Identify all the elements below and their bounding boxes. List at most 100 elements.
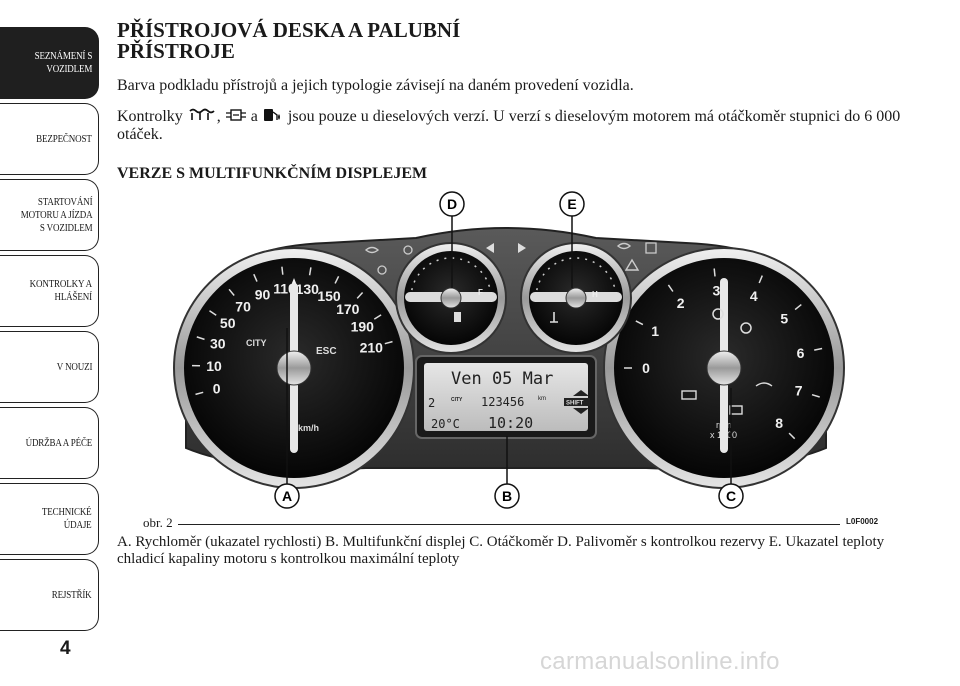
speedo-tick-label-mark	[308, 267, 312, 276]
sidebar-tab-label: ÚDRŽBA A PÉČE	[25, 436, 92, 449]
tacho-tick-label: 8	[775, 415, 783, 431]
watermark: carmanualsonline.info	[540, 648, 780, 675]
tacho-tick-label: 6	[797, 345, 805, 361]
tacho-tick-label-mark	[814, 347, 823, 351]
multifunction-display: Ven 05 Mar 2 CITY 123456 km 20°C 10:20 S…	[415, 355, 597, 439]
sidebar-tab-label: KONTROLKY A HLÁŠENÍ	[29, 278, 92, 303]
main-content: PŘÍSTROJOVÁ DESKA A PALUBNÍ PŘÍSTROJE Ba…	[117, 20, 907, 183]
speedo-city-label: CITY	[246, 338, 267, 348]
tacho-tick-label-mark	[794, 304, 802, 311]
tacho-tick-label: 0	[642, 360, 650, 376]
fuel-gauge: F	[395, 242, 507, 354]
tacho-tick-label: 3	[713, 282, 721, 298]
speedo-tick-label: 70	[235, 298, 251, 314]
diesel-paragraph-start: Kontrolky	[117, 108, 183, 125]
sidebar-tab-label: REJSTŘÍK	[52, 588, 92, 601]
speedo-tick-label-mark	[281, 266, 284, 275]
speedo-tick-label: 50	[220, 315, 236, 331]
sidebar-tab-maintenance[interactable]: ÚDRŽBA A PÉČE	[0, 407, 99, 479]
page-title-line1: PŘÍSTROJOVÁ DESKA A PALUBNÍ	[117, 18, 461, 42]
diesel-filter-icon	[225, 109, 246, 121]
marker-c-label: C	[726, 488, 736, 504]
display-odometer: 123456	[481, 395, 524, 409]
comma: ,	[216, 108, 221, 125]
speedo-tick-label-mark	[253, 273, 258, 282]
display-date: Ven 05 Mar	[451, 369, 553, 389]
sidebar-tab-index[interactable]: REJSTŘÍK	[0, 559, 99, 631]
diesel-paragraph-rest: jsou pouze u dieselových verzí. U verzí …	[117, 108, 901, 143]
page-number: 4	[60, 638, 71, 659]
speedo-tick-label-mark	[209, 310, 217, 316]
figure-caption: A. Rychloměr (ukazatel rychlosti) B. Mul…	[117, 534, 885, 567]
seatbelt-icon	[712, 308, 724, 320]
sidebar-tab-introduction[interactable]: SEZNÁMENÍ S VOZIDLEM	[0, 27, 99, 99]
airbag-icon	[740, 322, 752, 334]
sidebar-tab-label: V NOUZI	[56, 360, 92, 373]
fuel-pump-icon	[454, 312, 461, 322]
coolant-temp-icon	[550, 312, 558, 323]
speedo-tick-label-mark	[373, 314, 382, 320]
shift-down-icon	[573, 408, 589, 414]
speedo-esc-label: ESC	[316, 346, 337, 357]
shift-up-icon	[573, 390, 589, 396]
speedo-tick-label-mark	[384, 340, 393, 345]
marker-d	[439, 191, 465, 217]
speedo-tick-label-mark	[334, 275, 340, 284]
conjunction-and: a	[250, 108, 258, 125]
speedo-tick-label-mark	[195, 391, 204, 396]
speedo-tick-label-mark	[356, 291, 364, 299]
display-gear: 2	[428, 396, 435, 410]
tacho-tick-label-mark	[811, 393, 820, 398]
sidebar-tab-label: STARTOVÁNÍ MOTORU A JÍZDA S VOZIDLEM	[20, 195, 92, 234]
glow-plug-icon	[189, 108, 215, 120]
water-in-fuel-icon	[263, 109, 280, 121]
sidebar-tab-safety[interactable]: BEZPEČNOST	[0, 103, 99, 175]
display-city-mode: CITY	[451, 397, 463, 403]
display-odometer-unit: km	[538, 396, 546, 402]
speedo-tick-label: 190	[351, 318, 375, 334]
tacho-tick-label-mark	[788, 432, 796, 440]
page-title: PŘÍSTROJOVÁ DESKA A PALUBNÍ PŘÍSTROJE	[117, 20, 907, 62]
speedo-tick-label: 150	[317, 288, 341, 304]
tacho-tick-label: 1	[651, 323, 659, 339]
general-warning-icon	[624, 258, 640, 271]
rear-fog-icon	[645, 242, 657, 254]
parking-light-icon	[403, 245, 413, 255]
sidebar-tab-warning-lights[interactable]: KONTROLKY A HLÁŠENÍ	[0, 255, 99, 327]
speedo-tick-label: 30	[210, 336, 226, 352]
tacho-tick-label-mark	[758, 275, 763, 284]
marker-e-label: E	[567, 196, 576, 212]
sidebar-tab-starting-driving[interactable]: STARTOVÁNÍ MOTORU A JÍZDA S VOZIDLEM	[0, 179, 99, 251]
marker-b-label: B	[502, 488, 512, 504]
marker-a-label: A	[282, 488, 292, 504]
speedo-tick-label: 10	[206, 358, 222, 374]
figure-label: obr. 2	[143, 515, 173, 530]
sidebar-tab-technical-data[interactable]: TECHNICKÉ ÚDAJE	[0, 483, 99, 555]
sidebar-tab-emergency[interactable]: V NOUZI	[0, 331, 99, 403]
speedo-tick-label: 130	[296, 281, 320, 297]
fog-light-icon	[364, 246, 380, 254]
speedo-tick-label-mark	[228, 288, 235, 296]
marker-a	[274, 483, 300, 509]
marker-c	[718, 483, 744, 509]
display-outside-temp: 20°C	[431, 417, 460, 431]
sidelight-icon	[377, 265, 387, 275]
marker-b	[494, 483, 520, 509]
tacho-tick-label: 4	[750, 288, 758, 304]
intro-paragraph: Barva podkladu přístrojů a jejich typolo…	[117, 77, 634, 94]
callouts: A B C D E	[274, 191, 744, 509]
high-beam-icon	[616, 242, 632, 250]
turn-left-icon	[486, 243, 494, 253]
display-clock: 10:20	[488, 414, 533, 432]
battery-icon	[729, 405, 743, 415]
marker-e	[559, 191, 585, 217]
diesel-paragraph: Kontrolky , a jsou pouze u dieselových v…	[117, 108, 907, 144]
temp-hot-mark: H	[592, 290, 598, 299]
speedo-tick-label: 170	[336, 301, 360, 317]
top-indicator-icons	[364, 242, 657, 275]
tacho-tick-label-mark	[635, 320, 644, 326]
turn-right-icon	[518, 243, 526, 253]
